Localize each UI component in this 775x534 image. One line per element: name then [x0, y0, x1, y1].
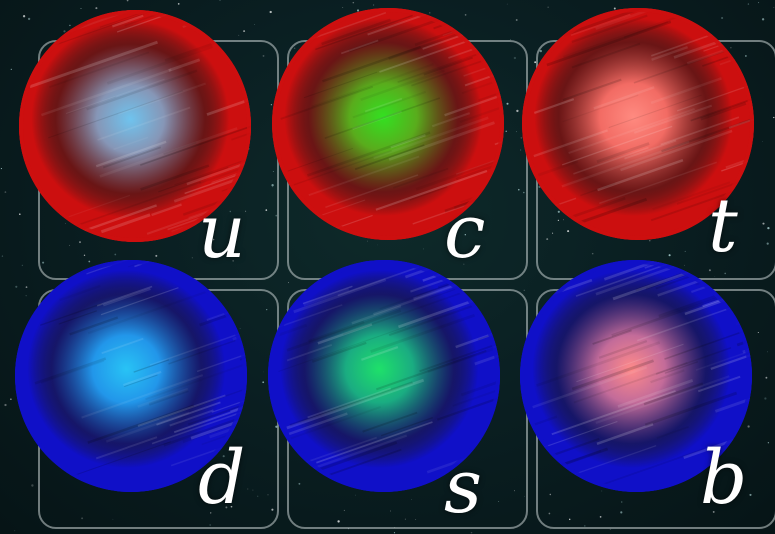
star [81, 8, 82, 9]
star [507, 4, 508, 5]
star [243, 30, 245, 32]
star [516, 19, 518, 21]
star [26, 286, 28, 288]
star [373, 5, 374, 6]
star [721, 17, 723, 19]
star [548, 7, 549, 8]
star [22, 265, 23, 266]
star [465, 14, 467, 16]
quark-symbol-strange: s [444, 450, 482, 524]
star [14, 530, 15, 531]
star [471, 532, 473, 534]
star [254, 24, 255, 25]
star [2, 255, 3, 256]
star [10, 398, 11, 399]
star [748, 3, 749, 4]
star [762, 18, 764, 20]
star [15, 286, 17, 288]
star [342, 7, 343, 8]
star [127, 0, 129, 1]
star [26, 295, 27, 296]
quark-symbol-charm: c [444, 195, 485, 269]
star [31, 484, 33, 486]
star [23, 15, 25, 17]
star [19, 213, 21, 215]
star [1, 168, 2, 169]
star [758, 2, 759, 3]
quark-symbol-down: d [198, 441, 245, 515]
star [353, 2, 355, 4]
star [524, 290, 525, 291]
star [774, 7, 775, 8]
star [28, 18, 30, 20]
quark-symbol-bottom: b [700, 441, 747, 515]
star [288, 282, 289, 283]
quark-symbol-top: t [708, 189, 738, 263]
star [11, 69, 12, 70]
star [610, 529, 611, 530]
star [270, 11, 272, 13]
star [394, 532, 395, 533]
star [5, 191, 7, 193]
star [4, 404, 6, 406]
star [219, 0, 220, 1]
star [178, 3, 180, 5]
quark-symbol-up: u [198, 195, 246, 269]
star [95, 7, 97, 9]
star [238, 35, 239, 36]
